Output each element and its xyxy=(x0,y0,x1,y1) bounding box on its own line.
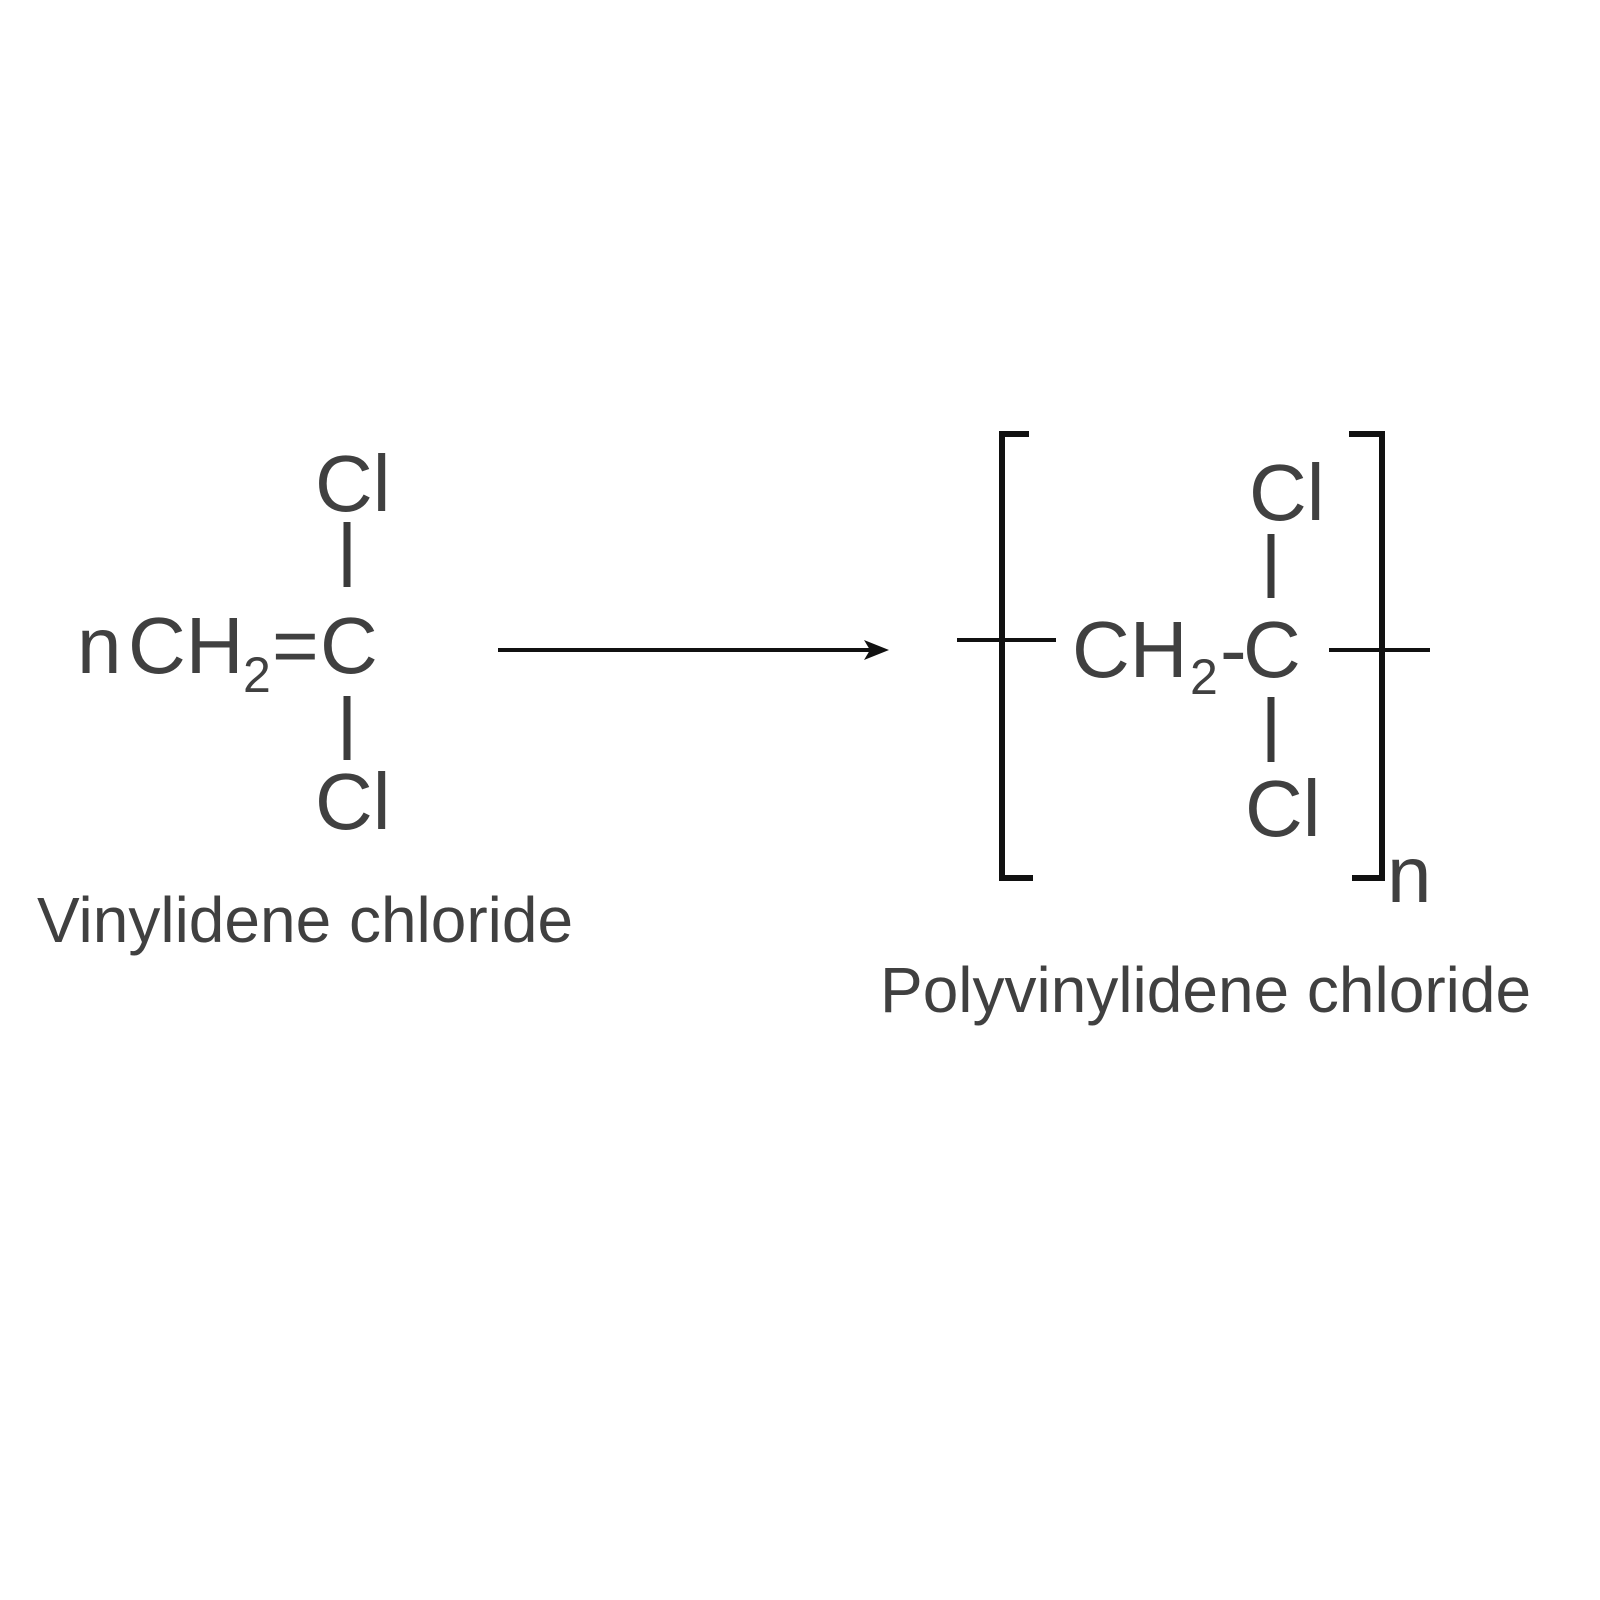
reactant-structure: n CH 2 = C Cl Cl xyxy=(77,439,391,846)
product-ch2-subscript: 2 xyxy=(1190,649,1218,705)
reactant-coefficient: n xyxy=(77,601,122,690)
reactant-ch2-label: CH xyxy=(128,601,244,690)
reactant-ch2-subscript: 2 xyxy=(243,647,271,703)
reaction-arrow xyxy=(498,640,889,660)
product-single-bond: - xyxy=(1220,605,1247,694)
repeat-subscript: n xyxy=(1387,830,1432,919)
reactant-name: Vinylidene chloride xyxy=(37,884,573,956)
product-structure: CH 2 - C Cl Cl n xyxy=(957,431,1432,919)
left-bracket xyxy=(999,431,1033,881)
product-cl-top: Cl xyxy=(1249,448,1325,537)
reactant-carbon: C xyxy=(320,601,378,690)
product-name: Polyvinylidene chloride xyxy=(880,954,1531,1026)
reactant-cl-bottom: Cl xyxy=(315,757,391,846)
reactant-cl-top: Cl xyxy=(315,439,391,528)
right-bracket xyxy=(1349,431,1385,881)
product-carbon: C xyxy=(1243,605,1301,694)
reactant-double-bond: = xyxy=(272,601,319,690)
product-cl-bottom: Cl xyxy=(1245,764,1321,853)
product-ch2-label: CH xyxy=(1072,605,1188,694)
